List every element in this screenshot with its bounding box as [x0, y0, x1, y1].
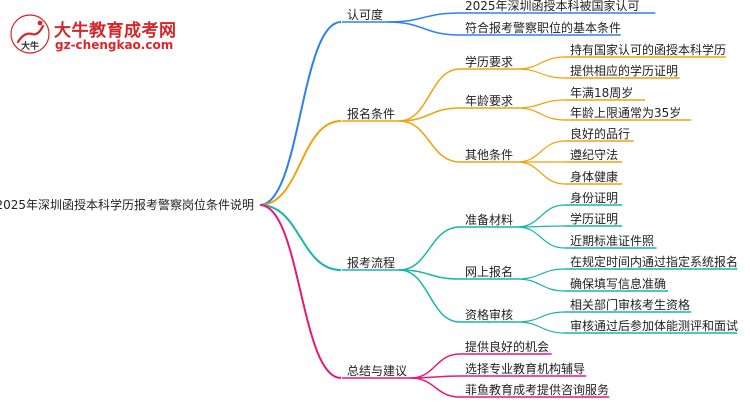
branch-1-node-2-label[interactable]: 其他条件	[465, 148, 513, 162]
logo-title: 大牛教育成考网	[54, 21, 177, 41]
branch-1-label[interactable]: 报名条件	[347, 106, 395, 121]
branch-1-node-0-leaf-0-label[interactable]: 持有国家认可的函授本科学历	[570, 42, 726, 57]
branch-1-node-0-label[interactable]: 学历要求	[465, 54, 513, 69]
branch-2-node-0-leaf-1-label[interactable]: 学历证明	[570, 211, 618, 226]
branch-1-node-2-leaf-0-label[interactable]: 良好的品行	[570, 126, 630, 141]
edge-root-to-branch-1	[259, 120, 342, 206]
edge-node-2-2-to-leaf-0	[517, 311, 566, 323]
branch-3-node-2-label[interactable]: 菲鱼教育成考提供咨询服务	[465, 382, 609, 397]
edge-node-1-2-to-leaf-0	[517, 140, 566, 163]
branch-3-label[interactable]: 总结与建议	[347, 364, 407, 378]
edge-root-to-branch-2	[259, 204, 342, 271]
mindmap-root[interactable]: 2025年深圳函授本科学历报考警察岗位条件说明	[0, 197, 254, 212]
site-logo[interactable]: 大牛 大牛教育成考网 gz-chengkao.com	[10, 14, 176, 56]
edge-branch-3-to-node-2	[410, 377, 461, 398]
branch-1-node-1-leaf-0-label[interactable]: 年满18周岁	[570, 85, 633, 100]
edge-node-2-1-to-leaf-1	[517, 278, 566, 292]
edge-node-2-1-to-leaf-0	[517, 268, 566, 280]
branch-2-node-0-label[interactable]: 准备材料	[465, 213, 513, 227]
logo-mark-text: 大牛	[21, 40, 39, 52]
edge-root-to-branch-3	[259, 204, 342, 379]
edge-branch-2-to-node-1	[399, 269, 461, 280]
branch-1-node-1-label[interactable]: 年龄要求	[465, 94, 513, 108]
edge-branch-3-to-node-0	[410, 353, 461, 379]
edge-branch-1-to-node-0	[399, 68, 461, 122]
edge-branch-1-to-node-1	[399, 107, 461, 122]
running-person-icon: 大牛	[10, 14, 50, 54]
logo-url: gz-chengkao.com	[55, 38, 174, 52]
edge-node-1-0-to-leaf-0	[517, 56, 566, 70]
edge-node-2-0-to-leaf-0	[517, 204, 566, 228]
branch-2-node-2-leaf-1-label[interactable]: 审核通过后参加体能测评和面试	[570, 318, 738, 333]
branch-2-node-0-leaf-0-label[interactable]: 身份证明	[570, 190, 618, 205]
edge-branch-2-to-node-2	[399, 269, 461, 323]
edge-branch-1-to-node-2	[399, 120, 461, 163]
branch-3-node-1-label[interactable]: 选择专业教育机构辅导	[465, 361, 585, 376]
branch-2-node-1-leaf-0-label[interactable]: 在规定时间内通过指定系统报名	[570, 254, 738, 269]
branch-1-node-1-leaf-1-label[interactable]: 年龄上限通常为35岁	[570, 105, 681, 120]
edge-branch-0-to-node-1	[387, 21, 461, 36]
edge-root-to-branch-0	[259, 21, 342, 206]
edge-node-1-0-to-leaf-1	[517, 68, 566, 79]
edge-node-2-0-to-leaf-2	[517, 226, 566, 249]
branch-2-label[interactable]: 报考流程	[347, 255, 395, 270]
branch-2-node-1-leaf-1-label[interactable]: 确保填写信息准确	[570, 276, 666, 291]
branch-3-node-0-label[interactable]: 提供良好的机会	[465, 339, 549, 354]
branch-0-label[interactable]: 认可度	[347, 7, 383, 22]
edge-branch-2-to-node-0	[399, 226, 461, 271]
mindmap-edges	[259, 12, 738, 398]
edge-node-1-1-to-leaf-1	[517, 107, 566, 121]
edge-branch-0-to-node-0	[387, 12, 461, 23]
branch-1-node-0-leaf-1-label[interactable]: 提供相应的学历证明	[570, 63, 678, 78]
edge-node-1-2-to-leaf-2	[517, 161, 566, 185]
branch-1-node-2-leaf-1-label[interactable]: 遵纪守法	[570, 147, 618, 162]
edge-node-2-2-to-leaf-1	[517, 321, 566, 334]
branch-0-node-1-label[interactable]: 符合报考警察职位的基本条件	[465, 20, 621, 35]
branch-2-node-1-label[interactable]: 网上报名	[465, 264, 513, 279]
branch-2-node-2-leaf-0-label[interactable]: 相关部门审核考生资格	[570, 297, 690, 312]
mindmap-nodes: 2025年深圳函授本科学历报考警察岗位条件说明 认可度 2025年深圳函授本科被国家…	[0, 0, 738, 397]
edge-node-1-1-to-leaf-0	[517, 99, 566, 109]
branch-2-node-2-label[interactable]: 资格审核	[465, 307, 513, 322]
branch-1-node-2-leaf-2-label[interactable]: 身体健康	[570, 169, 618, 184]
branch-0-node-0-label[interactable]: 2025年深圳函授本科被国家认可	[465, 0, 640, 13]
branch-2-node-0-leaf-2-label[interactable]: 近期标准证件照	[570, 234, 654, 248]
